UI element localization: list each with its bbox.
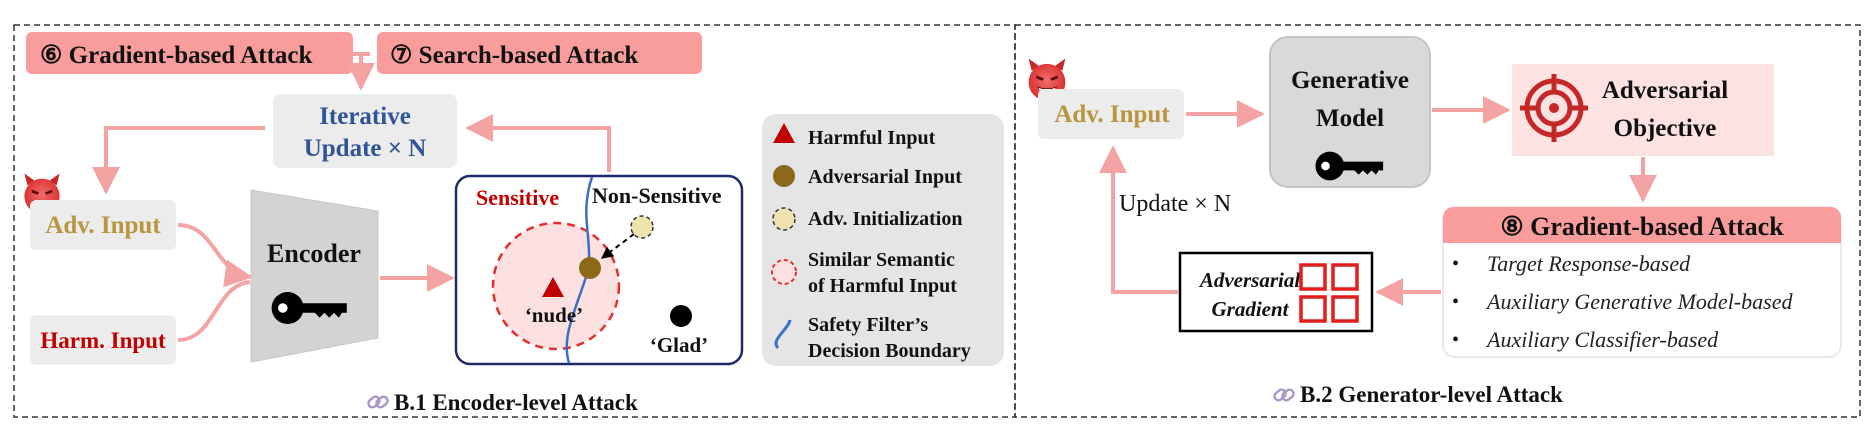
gradient-attack-item: Auxiliary Generative Model-based xyxy=(1485,289,1793,314)
generative-model-line1: Generative xyxy=(1291,67,1409,94)
legend-semantic-marker xyxy=(771,259,797,285)
iterative-update-line1: Iterative xyxy=(319,103,411,130)
legend-adv-initialization: Adv. Initialization xyxy=(808,208,962,230)
gradient-attack-box xyxy=(26,32,353,74)
harmful-input-marker xyxy=(542,277,564,297)
search-attack-label: ⑦ Search-based Attack xyxy=(390,42,638,69)
update-to-adv-input-arrow xyxy=(92,126,265,195)
gradient-grid-icon xyxy=(1299,263,1359,323)
adv-input-label: Adv. Input xyxy=(45,212,161,239)
nude-label: ‘nude’ xyxy=(525,303,583,327)
adv-input-box xyxy=(30,200,176,250)
link-icon xyxy=(366,393,390,411)
encoder-label: Encoder xyxy=(267,239,361,268)
adv-to-encoder-arrow xyxy=(177,223,253,288)
right-panel-border xyxy=(1014,24,1861,418)
target-icon xyxy=(1520,74,1588,142)
update-label: Update × N xyxy=(1119,191,1231,217)
legend-safety-filter-line1: Safety Filter’s xyxy=(808,314,928,336)
adversarial-objective-line2: Objective xyxy=(1614,115,1717,142)
legend-adversarial-input: Adversarial Input xyxy=(808,166,962,188)
legend-initialization-marker xyxy=(772,207,796,231)
gradient-attack-item: Auxiliary Classifier-based xyxy=(1485,327,1719,352)
legend-box xyxy=(762,114,1004,366)
legend-safety-filter-line2: Decision Boundary xyxy=(808,340,971,362)
legend-boundary-marker xyxy=(774,319,792,350)
gradient-attack-title: ⑧ Gradient-based Attack xyxy=(1500,212,1784,241)
left-panel: ⑥ Gradient-based Attack ⑦ Search-based A… xyxy=(24,32,1004,415)
harm-input-box xyxy=(30,315,176,365)
link-icon-right xyxy=(1272,386,1296,404)
right-panel: Adv. Input Generative Model Adversarial … xyxy=(1028,36,1842,407)
right-adv-input-label: Adv. Input xyxy=(1054,101,1170,128)
right-caption: B.2 Generator-level Attack xyxy=(1300,382,1563,407)
glad-label: ‘Glad’ xyxy=(650,333,708,357)
adv-initialization-marker xyxy=(630,215,654,239)
bullet-icon: • xyxy=(1452,253,1459,275)
harm-input-label: Harm. Input xyxy=(40,328,166,353)
gradient-attack-label: ⑥ Gradient-based Attack xyxy=(40,42,313,69)
decision-boundary-curve xyxy=(565,176,594,364)
legend-harmful-marker xyxy=(773,123,795,143)
harm-to-encoder-arrow xyxy=(177,280,251,342)
glad-marker xyxy=(670,305,692,327)
space-to-update-arrow xyxy=(465,114,611,172)
legend-harmful-input: Harmful Input xyxy=(808,127,936,149)
legend-similar-semantic-line2: of Harmful Input xyxy=(808,275,957,297)
bullet-icon: • xyxy=(1452,329,1459,351)
left-panel-border xyxy=(13,24,1016,418)
gradient-attack-card-header xyxy=(1443,207,1841,243)
search-attack-box xyxy=(377,32,702,74)
adversarial-gradient-line2: Gradient xyxy=(1211,297,1289,321)
non-sensitive-label: Non-Sensitive xyxy=(592,183,722,208)
adversarial-objective-line1: Adversarial xyxy=(1602,77,1728,104)
legend-adversarial-marker xyxy=(773,165,795,187)
initialization-to-adversarial-arrow xyxy=(601,233,635,259)
adversarial-input-marker xyxy=(579,257,601,279)
bullet-icon: • xyxy=(1452,291,1459,313)
sensitive-label: Sensitive xyxy=(476,185,559,210)
adversarial-gradient-line1: Adversarial xyxy=(1198,268,1301,292)
legend-similar-semantic-line1: Similar Semantic xyxy=(808,249,955,271)
left-caption: B.1 Encoder-level Attack xyxy=(394,390,638,415)
gradient-attack-item: Target Response-based xyxy=(1487,251,1691,276)
right-adv-input-box xyxy=(1038,89,1184,139)
encoder-shape xyxy=(250,189,379,363)
gradient-to-input-arrow xyxy=(1099,145,1178,294)
iterative-update-line2: Update × N xyxy=(304,135,427,162)
generative-model-box xyxy=(1269,36,1431,188)
iterative-update-box xyxy=(273,94,457,168)
generative-model-line2: Model xyxy=(1316,105,1384,132)
